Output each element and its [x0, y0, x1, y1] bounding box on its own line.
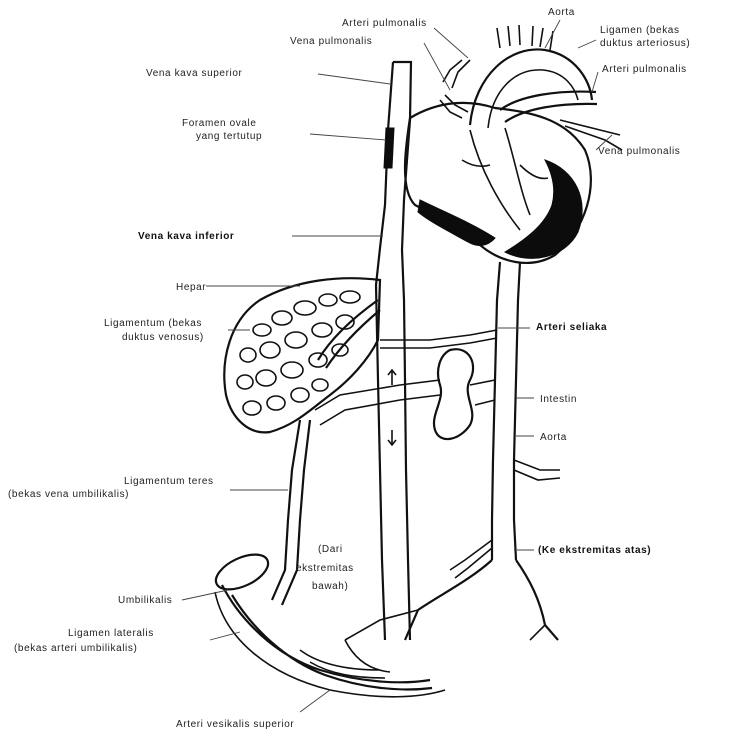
vesical-arteries — [300, 640, 390, 678]
label-ligamentum-teres-1: Ligamentum teres — [124, 476, 214, 487]
label-ligamentum-venosus-1: Ligamentum (bekas — [104, 318, 202, 329]
label-arteri-vesikalis: Arteri vesikalis superior — [176, 719, 294, 730]
label-arteri-seliaka: Arteri seliaka — [536, 322, 607, 333]
label-ligamen-lateralis-2: (bekas arteri umbilikalis) — [14, 643, 137, 654]
label-dari-3: bawah) — [312, 581, 348, 592]
vena-pulmonalis-left-vessels — [440, 95, 468, 118]
label-arteri-pulmonalis-top: Arteri pulmonalis — [342, 18, 427, 29]
label-intestin: Intestin — [540, 394, 577, 405]
descending-aorta — [492, 262, 520, 560]
label-ke-ekstremitas: (Ke ekstremitas atas) — [538, 545, 651, 556]
liver-lobules — [237, 291, 360, 415]
label-ligamentum-venosus-2: duktus venosus) — [122, 332, 204, 343]
umbilical-arteries — [222, 585, 432, 689]
label-arteri-pulmonalis-right: Arteri pulmonalis — [602, 64, 687, 75]
label-aorta-top: Aorta — [548, 7, 575, 18]
branch-ekstremitas-atas — [450, 460, 560, 578]
label-vena-pulmonalis-top: Vena pulmonalis — [290, 36, 372, 47]
label-dari-1: (Dari — [318, 544, 343, 555]
vena-kava-superior-dark — [384, 128, 394, 168]
iliac-branches — [345, 610, 545, 640]
flow-arrow-1 — [388, 430, 396, 445]
label-ligamen-bekas-2: duktus arteriosus) — [600, 38, 690, 49]
intestine — [434, 349, 473, 439]
label-ligamentum-teres-2: (bekas vena umbilikalis) — [8, 489, 129, 500]
label-aorta-right: Aorta — [540, 432, 567, 443]
heart-septum — [470, 128, 530, 230]
pulmonary-artery-vessel — [500, 92, 597, 122]
arteri-seliaka-vessel — [380, 330, 497, 348]
aortic-arch-inner — [488, 70, 578, 128]
arch-branch-1 — [497, 25, 553, 50]
label-ligamen-lateralis-1: Ligamen lateralis — [68, 628, 154, 639]
ventricle-dark — [505, 160, 582, 258]
umbilicus — [211, 547, 274, 596]
umbilical-vein — [272, 420, 310, 605]
label-vena-kava-inferior: Vena kava inferior — [138, 231, 234, 242]
label-dari-2: ekstremitas — [296, 563, 354, 574]
heart-valve — [462, 160, 548, 178]
label-hepar: Hepar — [176, 282, 206, 293]
label-vena-pulmonalis-right: Vena pulmonalis — [598, 146, 680, 157]
vena-kava-inferior-vessel — [376, 200, 410, 640]
label-foramen-ovale-1: Foramen ovale — [182, 118, 257, 129]
flow-arrow-2 — [388, 370, 396, 385]
aorta-bifurcation — [405, 560, 558, 640]
label-foramen-ovale-2: yang tertutup — [196, 131, 262, 142]
label-vena-kava-superior: Vena kava superior — [146, 68, 242, 79]
atrium-dark — [418, 200, 495, 245]
label-ligamen-bekas-1: Ligamen (bekas — [600, 25, 680, 36]
label-umbilikalis: Umbilikalis — [118, 595, 172, 606]
